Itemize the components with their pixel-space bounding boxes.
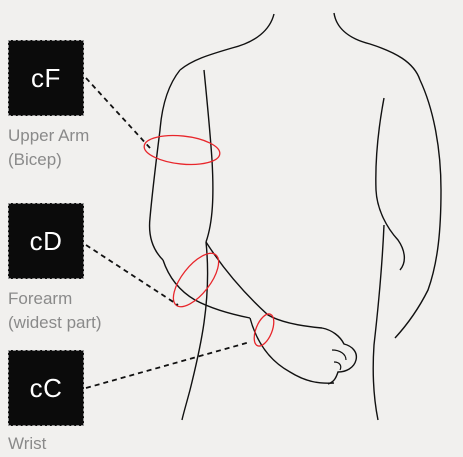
- bicep-measure-ring: [143, 132, 222, 168]
- code-box-wrist: cC: [8, 350, 84, 426]
- label-upper-arm: Upper Arm (Bicep): [8, 124, 89, 172]
- left-arm-outer: [150, 70, 180, 260]
- label-upper-arm-line-1: Upper Arm: [8, 124, 89, 148]
- label-forearm-line-2: (widest part): [8, 311, 102, 335]
- left-arm-inner: [204, 70, 213, 242]
- hand-outline: [322, 328, 356, 384]
- forearm-top-outline: [206, 242, 322, 328]
- right-arm-inner: [376, 98, 405, 270]
- neck-left-outline: [180, 14, 274, 70]
- leader-line-bicep: [86, 78, 150, 148]
- label-upper-arm-line-2: (Bicep): [8, 148, 89, 172]
- label-forearm-line-1: Forearm: [8, 287, 102, 311]
- forearm-measure-ring: [165, 246, 226, 314]
- label-wrist-line-1: Wrist: [8, 432, 46, 456]
- label-forearm: Forearm (widest part): [8, 287, 102, 335]
- finger-lines: [332, 350, 346, 370]
- neck-right-outline: [334, 13, 420, 80]
- label-wrist: Wrist: [8, 432, 46, 456]
- right-arm-outer: [395, 80, 441, 338]
- leader-line-wrist: [86, 342, 250, 388]
- code-box-upper-arm: cF: [8, 40, 84, 116]
- right-torso-side: [373, 225, 384, 420]
- code-box-forearm: cD: [8, 203, 84, 279]
- left-torso-side: [182, 242, 208, 420]
